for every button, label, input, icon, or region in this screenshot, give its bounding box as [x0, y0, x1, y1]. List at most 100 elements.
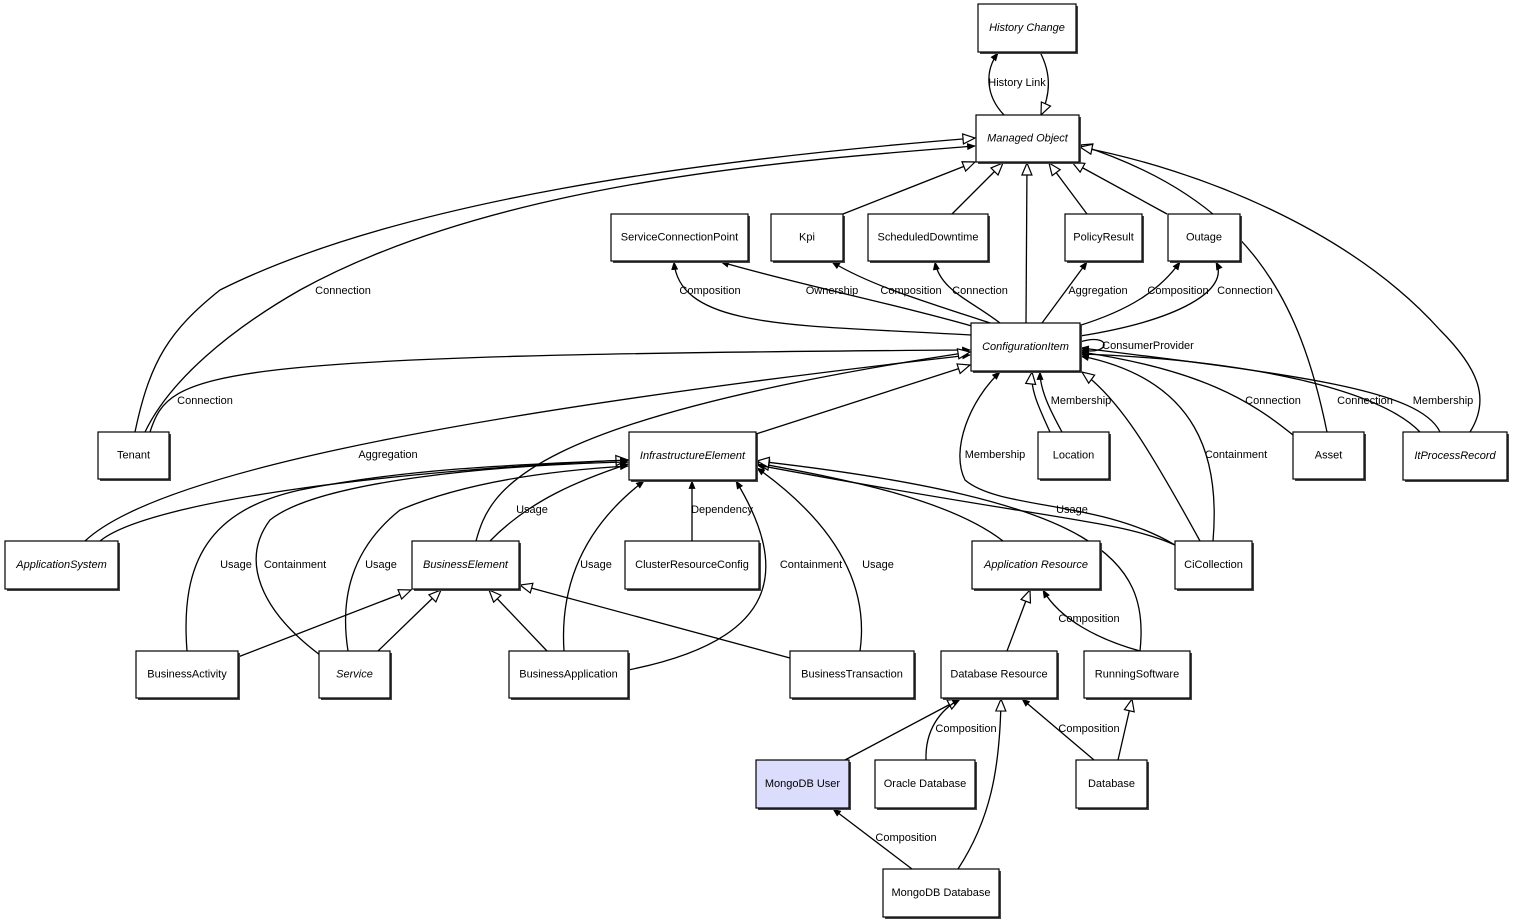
class-node-ci-collection[interactable]: CiCollection	[1174, 540, 1254, 591]
class-node-oracle-database[interactable]: Oracle Database	[874, 759, 977, 810]
edge-ci-collection-to-infrastructure-element-association: Usage	[756, 463, 1176, 546]
class-node-kpi[interactable]: Kpi	[770, 213, 845, 263]
node-box[interactable]	[318, 650, 391, 699]
edges-layer: History LinkConnectionConnectionComposit…	[84, 51, 1481, 870]
association-arrow	[932, 261, 1001, 324]
node-box[interactable]	[970, 322, 1081, 372]
node-box[interactable]	[135, 650, 239, 699]
node-box[interactable]	[971, 540, 1101, 590]
association-arrow	[185, 456, 629, 652]
edge-configuration-item-to-policy-result-association: Aggregation	[1041, 261, 1128, 324]
class-node-tenant[interactable]: Tenant	[97, 431, 171, 481]
edge-business-activity-to-business-element-generalization	[237, 590, 411, 658]
node-box[interactable]	[882, 868, 1000, 918]
class-node-it-process-record[interactable]: ItProcessRecord	[1402, 431, 1509, 482]
node-label: Outage	[1186, 231, 1222, 243]
class-node-asset[interactable]: Asset	[1292, 431, 1366, 481]
class-node-scheduled-downtime[interactable]: ScheduledDowntime	[867, 213, 990, 263]
association-arrow	[671, 261, 972, 336]
association-arrow	[832, 808, 913, 870]
generalization-arrow	[1026, 163, 1027, 324]
class-node-business-activity[interactable]: BusinessActivity	[135, 650, 240, 700]
class-node-mongo-dbuser[interactable]: MongoDB User	[755, 759, 851, 810]
generalization-arrow	[377, 590, 441, 652]
node-label: Oracle Database	[884, 778, 967, 790]
node-box[interactable]	[1037, 431, 1110, 480]
edge-running-software-to-infrastructure-element-generalization	[757, 461, 1142, 652]
node-box[interactable]	[755, 759, 850, 809]
edge-label: Connection	[315, 285, 371, 297]
node-box[interactable]	[770, 213, 844, 262]
generalization-arrow	[1080, 147, 1481, 433]
edge-label: Composition	[875, 832, 936, 844]
edge-configuration-item-to-kpi-association: Composition	[831, 261, 991, 324]
node-box[interactable]	[411, 540, 520, 590]
node-label: BusinessElement	[423, 559, 509, 571]
edge-database-to-database-resource-association: Composition	[1021, 698, 1120, 761]
node-box[interactable]	[867, 213, 989, 262]
edge-label: Connection	[1245, 395, 1301, 407]
class-node-database-resource[interactable]: Database Resource	[940, 650, 1059, 700]
generalization-arrow	[520, 585, 791, 659]
edge-location-to-configuration-item-generalization	[1032, 372, 1051, 433]
node-box[interactable]	[975, 114, 1080, 163]
class-node-history-change[interactable]: History Change	[977, 3, 1078, 54]
class-node-location[interactable]: Location	[1037, 431, 1111, 481]
association-arrow	[831, 261, 991, 324]
node-box[interactable]	[1064, 213, 1143, 262]
edge-configuration-item-to-service-connection-point-association: Composition	[671, 261, 972, 336]
class-node-configuration-item[interactable]: ConfigurationItem	[970, 322, 1082, 373]
class-node-application-resource[interactable]: Application Resource	[971, 540, 1102, 591]
node-label: History Change	[989, 22, 1065, 34]
node-box[interactable]	[1292, 431, 1365, 480]
edge-it-process-record-to-managed-object-generalization	[1080, 147, 1481, 433]
edge-running-software-to-application-resource-association: Composition	[1042, 589, 1141, 652]
class-node-infrastructure-element[interactable]: InfrastructureElement	[628, 431, 758, 482]
node-box[interactable]	[610, 213, 749, 262]
node-box[interactable]	[624, 540, 760, 590]
edge-configuration-item-to-managed-object-generalization	[1026, 163, 1027, 324]
node-box[interactable]	[508, 650, 629, 699]
edge-label: Connection	[177, 395, 233, 407]
node-box[interactable]	[789, 650, 915, 699]
node-box[interactable]	[874, 759, 976, 809]
node-box[interactable]	[97, 431, 170, 480]
node-box[interactable]	[4, 540, 119, 590]
class-node-service-connection-point[interactable]: ServiceConnectionPoint	[610, 213, 750, 263]
class-node-database[interactable]: Database	[1075, 759, 1149, 810]
generalization-arrow	[757, 461, 1142, 652]
node-box[interactable]	[977, 3, 1077, 53]
class-node-outage[interactable]: Outage	[1167, 213, 1242, 263]
class-node-business-transaction[interactable]: BusinessTransaction	[789, 650, 916, 700]
edge-application-system-to-configuration-item-association: Aggregation	[84, 352, 971, 542]
node-box[interactable]	[1083, 650, 1191, 699]
class-node-managed-object[interactable]: Managed Object	[975, 114, 1081, 164]
generalization-arrow	[489, 590, 548, 652]
node-label: Database Resource	[950, 668, 1047, 680]
generalization-arrow	[842, 162, 975, 215]
class-node-business-application[interactable]: BusinessApplication	[508, 650, 630, 700]
node-box[interactable]	[1167, 213, 1241, 262]
node-box[interactable]	[628, 431, 757, 481]
node-box[interactable]	[940, 650, 1058, 699]
node-box[interactable]	[1402, 431, 1508, 481]
node-label: ApplicationSystem	[15, 559, 107, 571]
node-label: InfrastructureElement	[640, 450, 746, 462]
class-node-cluster-resource-config[interactable]: ClusterResourceConfig	[624, 540, 761, 591]
association-arrow	[1080, 345, 1441, 433]
class-node-business-element[interactable]: BusinessElement	[411, 540, 521, 591]
generalization-arrow	[1006, 590, 1030, 652]
node-label: ItProcessRecord	[1414, 450, 1496, 462]
class-node-mongo-dbdatabase[interactable]: MongoDB Database	[882, 868, 1001, 919]
node-box[interactable]	[1075, 759, 1148, 809]
node-box[interactable]	[1174, 540, 1253, 590]
class-node-policy-result[interactable]: PolicyResult	[1064, 213, 1144, 263]
edge-label: Usage	[862, 559, 894, 571]
generalization-arrow	[755, 365, 970, 435]
class-node-running-software[interactable]: RunningSoftware	[1083, 650, 1192, 700]
class-node-application-system[interactable]: ApplicationSystem	[4, 540, 120, 591]
edge-managed-object-to-history-change-association: History Link	[988, 52, 1046, 116]
edge-configuration-item-to-outage-association: Composition	[1077, 261, 1209, 327]
class-node-service[interactable]: Service	[318, 650, 392, 700]
